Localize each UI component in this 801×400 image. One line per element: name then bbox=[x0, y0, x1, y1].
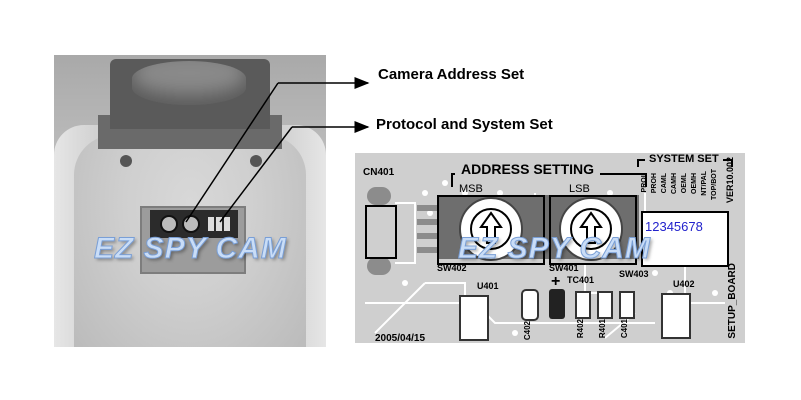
dip-label-7: NT/PAL bbox=[701, 171, 708, 196]
camera-address-set-label: Camera Address Set bbox=[378, 66, 525, 83]
pad bbox=[417, 219, 439, 225]
camera-photo bbox=[54, 55, 326, 347]
r401-label: R401 bbox=[598, 319, 607, 339]
sw401-outline bbox=[549, 195, 637, 265]
version-label: VER10.002 bbox=[725, 157, 735, 204]
dip-switch-block bbox=[641, 211, 729, 267]
protocol-system-set-label: Protocol and System Set bbox=[376, 116, 553, 133]
dip-switch-icon bbox=[224, 217, 230, 231]
cn401-connector bbox=[365, 205, 397, 259]
lsb-rotary-switch-icon bbox=[559, 197, 623, 261]
r402-resistor bbox=[575, 291, 591, 319]
setup-panel-board bbox=[150, 210, 238, 238]
dip-switch-icon bbox=[216, 217, 222, 231]
dip-label-2: PROH bbox=[651, 173, 658, 194]
dip-label-8: TOP/BOT bbox=[711, 169, 718, 200]
pad bbox=[417, 205, 439, 211]
cn401-label: CN401 bbox=[363, 167, 395, 178]
sw402-label: SW402 bbox=[437, 263, 467, 273]
rotary-dial-icon bbox=[182, 215, 200, 233]
leader-line-address bbox=[185, 82, 279, 223]
u401-chip bbox=[459, 295, 489, 341]
c402-label: C402 bbox=[523, 321, 532, 341]
cn401-pad bbox=[367, 187, 391, 205]
msb-label: MSB bbox=[459, 183, 483, 195]
dip-switch-icon bbox=[208, 217, 214, 231]
tc401-plus-icon: + bbox=[551, 273, 561, 290]
dip-numbers: 12345678 bbox=[645, 219, 703, 234]
cn401-pad bbox=[367, 257, 391, 275]
c402-capacitor bbox=[521, 289, 539, 321]
watermark-left: EZ SPY CAM bbox=[94, 232, 287, 266]
pad bbox=[417, 247, 439, 253]
system-set-title: SYSTEM SET bbox=[645, 153, 723, 165]
camera-top-opening bbox=[132, 61, 246, 105]
watermark-right: EZ SPY CAM bbox=[458, 232, 651, 266]
sw401-label: SW401 bbox=[549, 263, 579, 273]
rotary-dial-icon bbox=[160, 215, 178, 233]
c401-label: C401 bbox=[620, 319, 629, 339]
lsb-label: LSB bbox=[569, 183, 590, 195]
sw402-outline bbox=[437, 195, 545, 265]
setup-board-schematic: CN401 ADDRESS SETTING MSB LSB SYSTEM SET… bbox=[355, 153, 745, 343]
u402-label: U402 bbox=[673, 279, 695, 289]
dip-label-6: OEMH bbox=[691, 173, 698, 194]
dip-label-3: CAML bbox=[661, 173, 668, 194]
tc401-label: TC401 bbox=[567, 275, 595, 285]
dip-label-4: CAMH bbox=[671, 173, 678, 194]
r402-label: R402 bbox=[576, 319, 585, 339]
tc401-capacitor bbox=[549, 289, 565, 319]
board-date: 2005/04/15 bbox=[375, 333, 426, 343]
u402-chip bbox=[661, 293, 691, 339]
msb-rotary-switch-icon bbox=[459, 197, 523, 261]
pad bbox=[417, 233, 439, 239]
setup-board-label: SETUP_BOARD bbox=[727, 263, 738, 339]
screw-icon bbox=[250, 155, 262, 167]
dip-label-1: PROL bbox=[641, 173, 648, 193]
c401-capacitor bbox=[619, 291, 635, 319]
leader-line-protocol bbox=[219, 126, 293, 223]
r401-resistor bbox=[597, 291, 613, 319]
screw-icon bbox=[120, 155, 132, 167]
dip-label-5: OEML bbox=[681, 173, 688, 194]
address-setting-title: ADDRESS SETTING bbox=[455, 161, 601, 177]
sw403-label: SW403 bbox=[619, 269, 649, 279]
u401-label: U401 bbox=[477, 281, 499, 291]
